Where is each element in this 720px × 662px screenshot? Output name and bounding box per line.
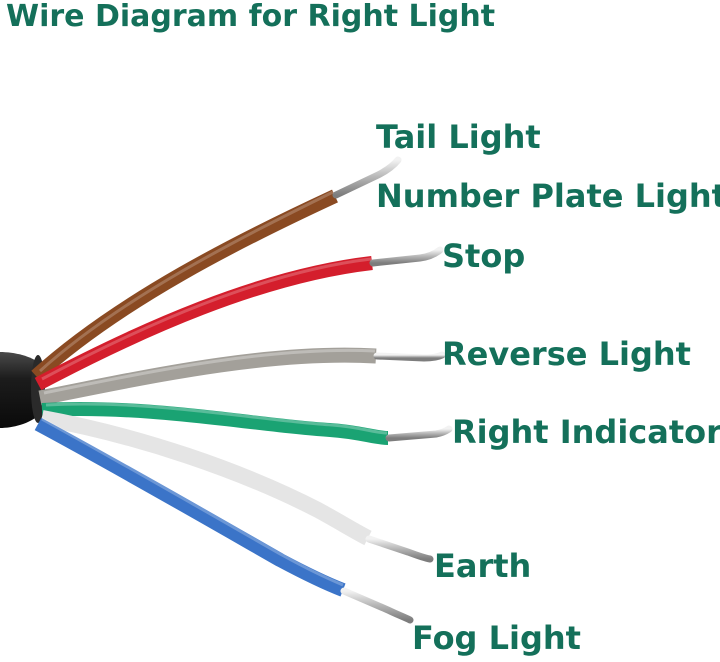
wire-green-highlight [45, 402, 388, 435]
wire-brown [31, 156, 402, 382]
wire-red-highlight [41, 257, 372, 381]
wire-white-conductor [365, 535, 434, 563]
wire-grey-conductor [373, 351, 446, 362]
label-right-indicator: Right Indicator [452, 413, 720, 451]
wire-red-conductor [369, 246, 444, 267]
diagram-title: Wire Diagram for Right Light [6, 0, 496, 34]
label-earth: Earth [434, 547, 532, 585]
wire-brown-insulation [31, 189, 338, 382]
wire-red-insulation [34, 256, 373, 391]
wire-blue-insulation [34, 417, 346, 597]
label-fog-light: Fog Light [412, 619, 581, 657]
wire-grey [38, 347, 446, 406]
wire-blue-highlight [41, 417, 344, 587]
label-number-plate-light: Number Plate Light [376, 177, 720, 215]
wire-white-outline [40, 410, 372, 546]
wire-blue-conductor [340, 587, 414, 624]
wire-red [34, 246, 444, 391]
wire-green-insulation [41, 401, 389, 445]
wire-green-conductor [385, 425, 453, 442]
wire-blue [34, 417, 414, 624]
wire-grey-insulation [38, 347, 377, 406]
wire-grey-highlight [43, 348, 376, 395]
label-reverse-light: Reverse Light [442, 335, 691, 373]
label-tail-light: Tail Light [376, 118, 541, 156]
label-stop: Stop [442, 237, 526, 275]
wire-white [40, 410, 434, 563]
wire-green [41, 401, 453, 445]
wire-brown-highlight [38, 190, 334, 373]
wire-brown-conductor [332, 156, 402, 199]
